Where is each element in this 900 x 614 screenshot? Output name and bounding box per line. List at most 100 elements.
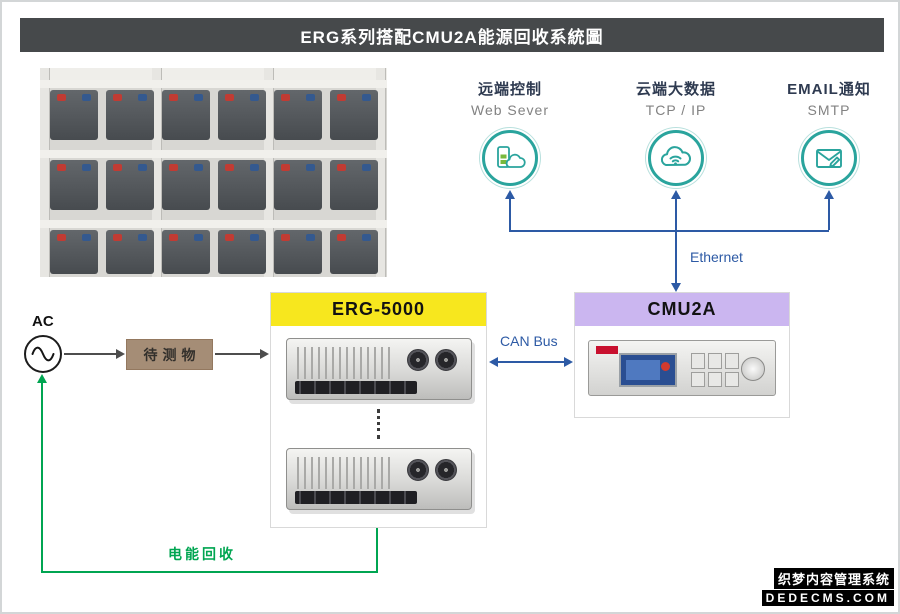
battery: [50, 230, 98, 274]
email-node-label: EMAIL通知 SMTP: [754, 78, 898, 118]
psu-terminals: [295, 381, 417, 394]
ac-source-icon: [24, 335, 62, 373]
battery-terminal: [113, 234, 122, 241]
battery-terminal: [362, 164, 371, 171]
battery: [162, 230, 210, 274]
battery: [218, 230, 266, 274]
button-grid: [691, 353, 739, 387]
panel-button: [725, 353, 739, 369]
battery-terminal: [169, 164, 178, 171]
rack-post: [152, 68, 161, 277]
fan-icon: [435, 349, 457, 371]
cmu-header: CMU2A: [575, 293, 789, 326]
title-bar: ERG系列搭配CMU2A能源回收系統圖: [20, 18, 884, 52]
erg-title: ERG-5000: [331, 299, 426, 319]
battery-terminal: [82, 164, 91, 171]
battery-terminal: [250, 94, 259, 101]
arrow-right-canbus-icon: [564, 357, 573, 367]
cloud-stub-line: [675, 199, 677, 230]
remote-stub-line: [509, 199, 511, 230]
device-cloud-icon: [497, 146, 526, 168]
arrow-up-ac-icon: [37, 374, 47, 383]
watermark-line1: 织梦内容管理系统: [773, 568, 894, 589]
battery-terminal: [337, 164, 346, 171]
battery-terminal: [138, 94, 147, 101]
battery: [106, 230, 154, 274]
email-stub-line: [828, 199, 830, 230]
cmu-title: CMU2A: [647, 299, 717, 319]
dut-box: 待测物: [126, 339, 213, 370]
cloud-wifi-icon: [660, 146, 691, 166]
cloud-node-circle: [648, 130, 704, 186]
ethernet-line: [675, 232, 677, 283]
battery-terminal: [250, 234, 259, 241]
rack-shelf: [40, 220, 387, 228]
ethernet-label: Ethernet: [690, 249, 743, 265]
panel-button: [691, 371, 705, 387]
battery-terminal: [306, 94, 315, 101]
cmu-box: CMU2A: [574, 292, 790, 418]
battery-terminal: [281, 234, 290, 241]
battery-terminal: [337, 94, 346, 101]
psu-ellipsis: [377, 409, 380, 439]
cmu-instrument: [588, 340, 776, 396]
battery-terminal: [306, 234, 315, 241]
battery: [274, 230, 322, 274]
recovery-line-down: [376, 528, 378, 572]
battery-terminal: [194, 94, 203, 101]
page-title: ERG系列搭配CMU2A能源回收系統圖: [300, 27, 604, 47]
sine-wave-icon: [31, 346, 55, 362]
battery-terminal: [82, 234, 91, 241]
dut-to-erg-line: [215, 353, 260, 355]
cloud-node-label: 云端大数据 TCP / IP: [601, 78, 751, 118]
battery-terminal: [281, 94, 290, 101]
battery: [330, 160, 378, 210]
erg-box: ERG-5000: [270, 292, 487, 528]
rack-shelf: [40, 150, 387, 158]
battery: [218, 90, 266, 140]
fan-icon: [435, 459, 457, 481]
battery-terminal: [194, 164, 203, 171]
rotary-knob: [741, 357, 765, 381]
arrow-up-cloud-icon: [671, 190, 681, 199]
battery-terminal: [138, 164, 147, 171]
rack-post: [376, 68, 385, 277]
psu-vents: [297, 347, 395, 379]
battery-terminal: [225, 234, 234, 241]
psu-unit-1: [286, 338, 472, 400]
arrow-up-remote-icon: [505, 190, 515, 199]
remote-node-label: 远端控制 Web Sever: [435, 78, 585, 118]
battery-terminal: [281, 164, 290, 171]
psu-unit-2: [286, 448, 472, 510]
battery-terminal: [113, 164, 122, 171]
battery-terminal: [225, 94, 234, 101]
battery: [218, 160, 266, 210]
remote-label-en: Web Sever: [471, 102, 549, 118]
mail-icon: [816, 149, 842, 168]
battery: [50, 90, 98, 140]
network-bus-line: [509, 230, 829, 232]
psu-terminals: [295, 491, 417, 504]
panel-button: [708, 371, 722, 387]
battery-terminal: [362, 234, 371, 241]
battery-terminal: [82, 94, 91, 101]
remote-label-cn: 远端控制: [477, 81, 542, 98]
email-node-circle: [801, 130, 857, 186]
cloud-label-cn: 云端大数据: [635, 81, 716, 98]
canbus-line: [498, 361, 564, 363]
arrow-left-canbus-icon: [489, 357, 498, 367]
recovery-line-horizontal: [41, 571, 378, 573]
battery: [330, 230, 378, 274]
battery-terminal: [57, 164, 66, 171]
rack-post: [264, 68, 273, 277]
rack-post: [40, 68, 49, 277]
cloud-label-en: TCP / IP: [645, 102, 707, 118]
screen-indicator: [661, 362, 670, 371]
arrow-right-dut-icon: [116, 349, 125, 359]
battery: [162, 160, 210, 210]
email-label-en: SMTP: [807, 102, 851, 118]
ac-label: AC: [32, 313, 54, 330]
rack-beam: [40, 68, 387, 80]
fan-icon: [407, 459, 429, 481]
battery-rack-photo: [40, 68, 387, 277]
